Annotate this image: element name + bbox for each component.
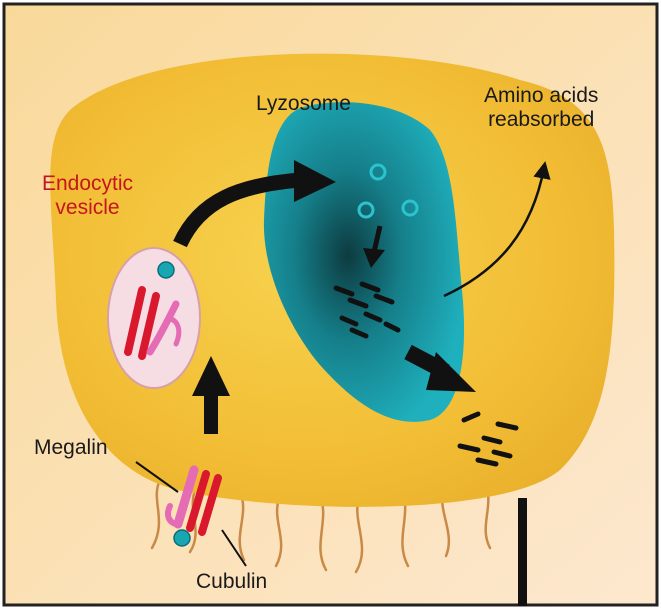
endocytic-vesicle-label-line2: vesicle (42, 196, 133, 220)
amino-acids-label: Amino acids reabsorbed (484, 84, 598, 132)
junction-bar (518, 498, 527, 606)
cubulin-label: Cubulin (196, 570, 267, 594)
amino-acids-label-line1: Amino acids (484, 84, 598, 108)
endocytic-vesicle-label: Endocytic vesicle (42, 172, 133, 220)
vesicle-ligand (158, 262, 174, 278)
cubulin-ligand (174, 530, 190, 546)
megalin-label: Megalin (34, 436, 108, 460)
endocytic-vesicle-label-line1: Endocytic (42, 172, 133, 196)
amino-acids-label-line2: reabsorbed (484, 108, 598, 132)
lyzosome-label: Lyzosome (256, 92, 351, 116)
